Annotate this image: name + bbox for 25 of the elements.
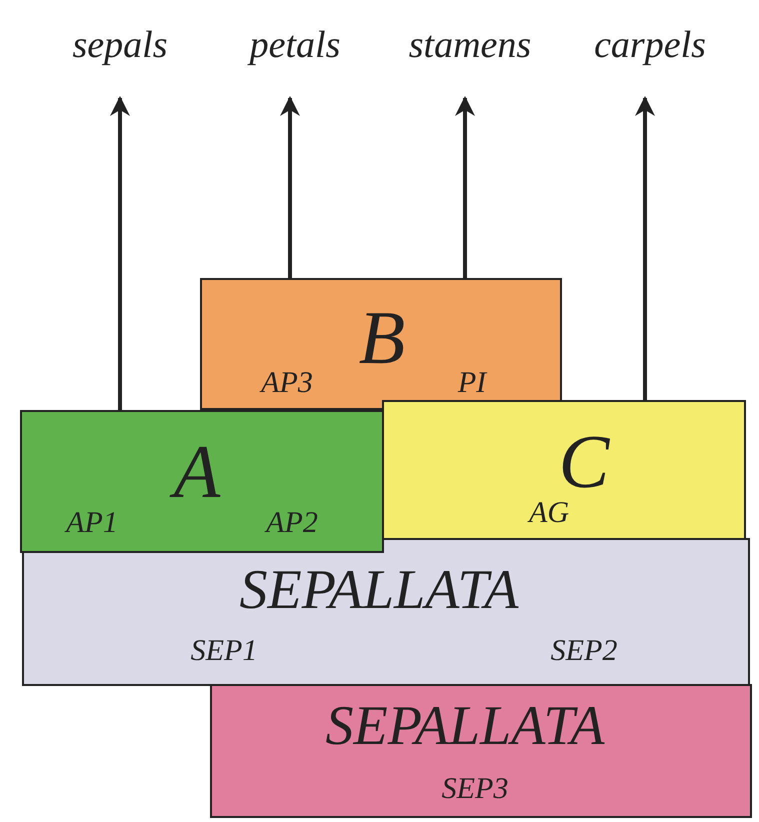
organ-label: stamens: [408, 26, 532, 64]
gene-class-box: [20, 410, 384, 553]
class-label: C: [558, 424, 610, 500]
class-label: SEPALLATA: [326, 698, 604, 754]
organ-label: carpels: [594, 26, 706, 64]
arrow: [635, 96, 655, 400]
gene-label: AP3: [261, 368, 313, 398]
arrow: [280, 96, 300, 278]
gene-class-box: [210, 684, 752, 818]
organ-label: sepals: [72, 26, 168, 64]
arrow: [455, 96, 475, 278]
gene-label: SEP3: [442, 774, 508, 804]
gene-label: PI: [458, 368, 486, 398]
class-label: SEPALLATA: [240, 562, 518, 618]
gene-class-box: [200, 278, 562, 410]
gene-label: AP1: [66, 508, 118, 538]
class-label: B: [358, 300, 406, 376]
gene-label: AG: [529, 498, 569, 528]
gene-label: SEP2: [550, 636, 618, 666]
gene-label: SEP1: [190, 636, 258, 666]
organ-label: petals: [250, 26, 340, 64]
gene-class-box: [382, 400, 746, 540]
gene-label: AP2: [266, 508, 318, 538]
gene-class-box: [22, 538, 750, 686]
arrow: [110, 96, 130, 410]
